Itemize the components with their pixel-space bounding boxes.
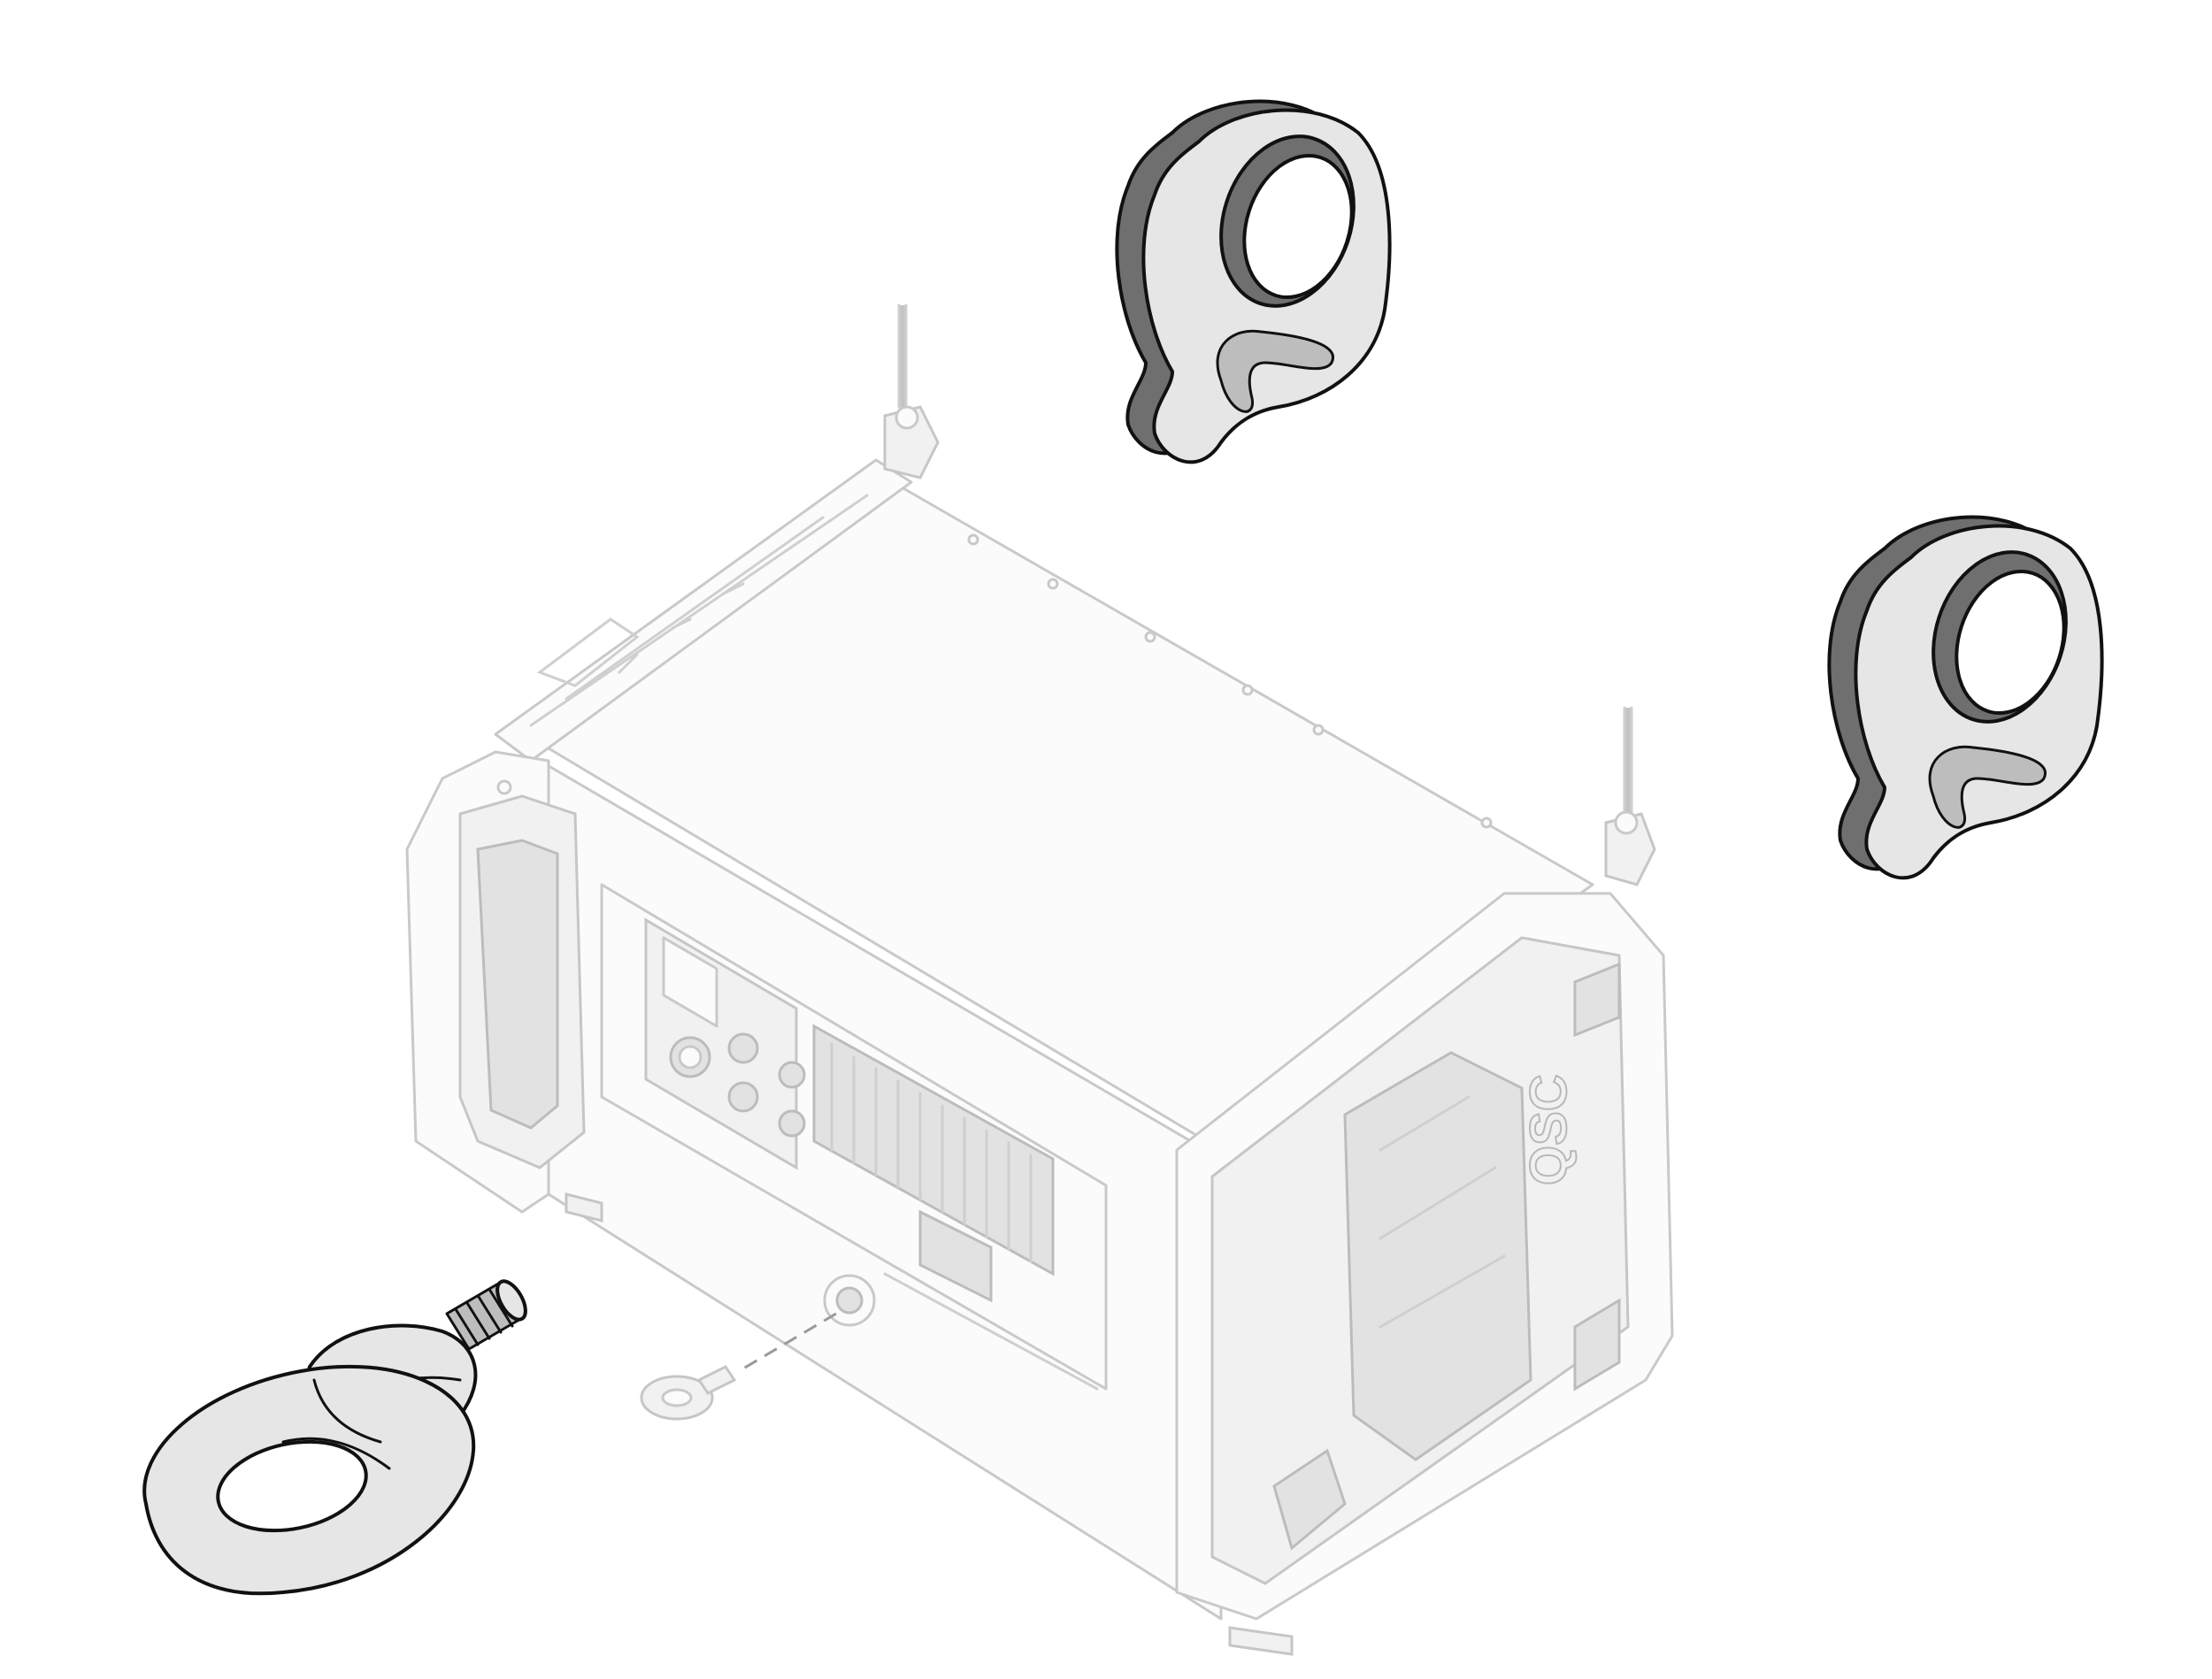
eye-bolt xyxy=(142,1279,527,1596)
hook-slot xyxy=(1216,329,1334,413)
qsc-logo: QSC xyxy=(1520,1074,1578,1185)
xlr-input xyxy=(727,1032,759,1064)
hook-slot xyxy=(1928,745,2047,829)
eye-bolt-ring-opening xyxy=(216,1439,368,1533)
suspension-cable-right xyxy=(1623,706,1633,816)
power-inlet xyxy=(918,1209,993,1303)
cabinet-screws xyxy=(496,533,1493,829)
lifting-hook-top xyxy=(1115,99,1392,464)
end-cap-handle-right xyxy=(1343,1051,1532,1461)
xlr-output xyxy=(727,1081,759,1113)
eye-bolt-preview xyxy=(640,1365,737,1421)
speaker-cabinet-outline: QSC xyxy=(405,405,1674,1656)
heat-sink xyxy=(812,1024,1055,1276)
lifting-hook-right xyxy=(1827,515,2104,880)
installation-guide-line xyxy=(738,1312,837,1373)
suspension-cable-left xyxy=(897,303,908,409)
display-window xyxy=(662,936,718,1028)
mounting-point xyxy=(823,1274,876,1327)
eye-bolt-thread xyxy=(445,1279,527,1351)
amplifier-panel xyxy=(600,883,1108,1391)
